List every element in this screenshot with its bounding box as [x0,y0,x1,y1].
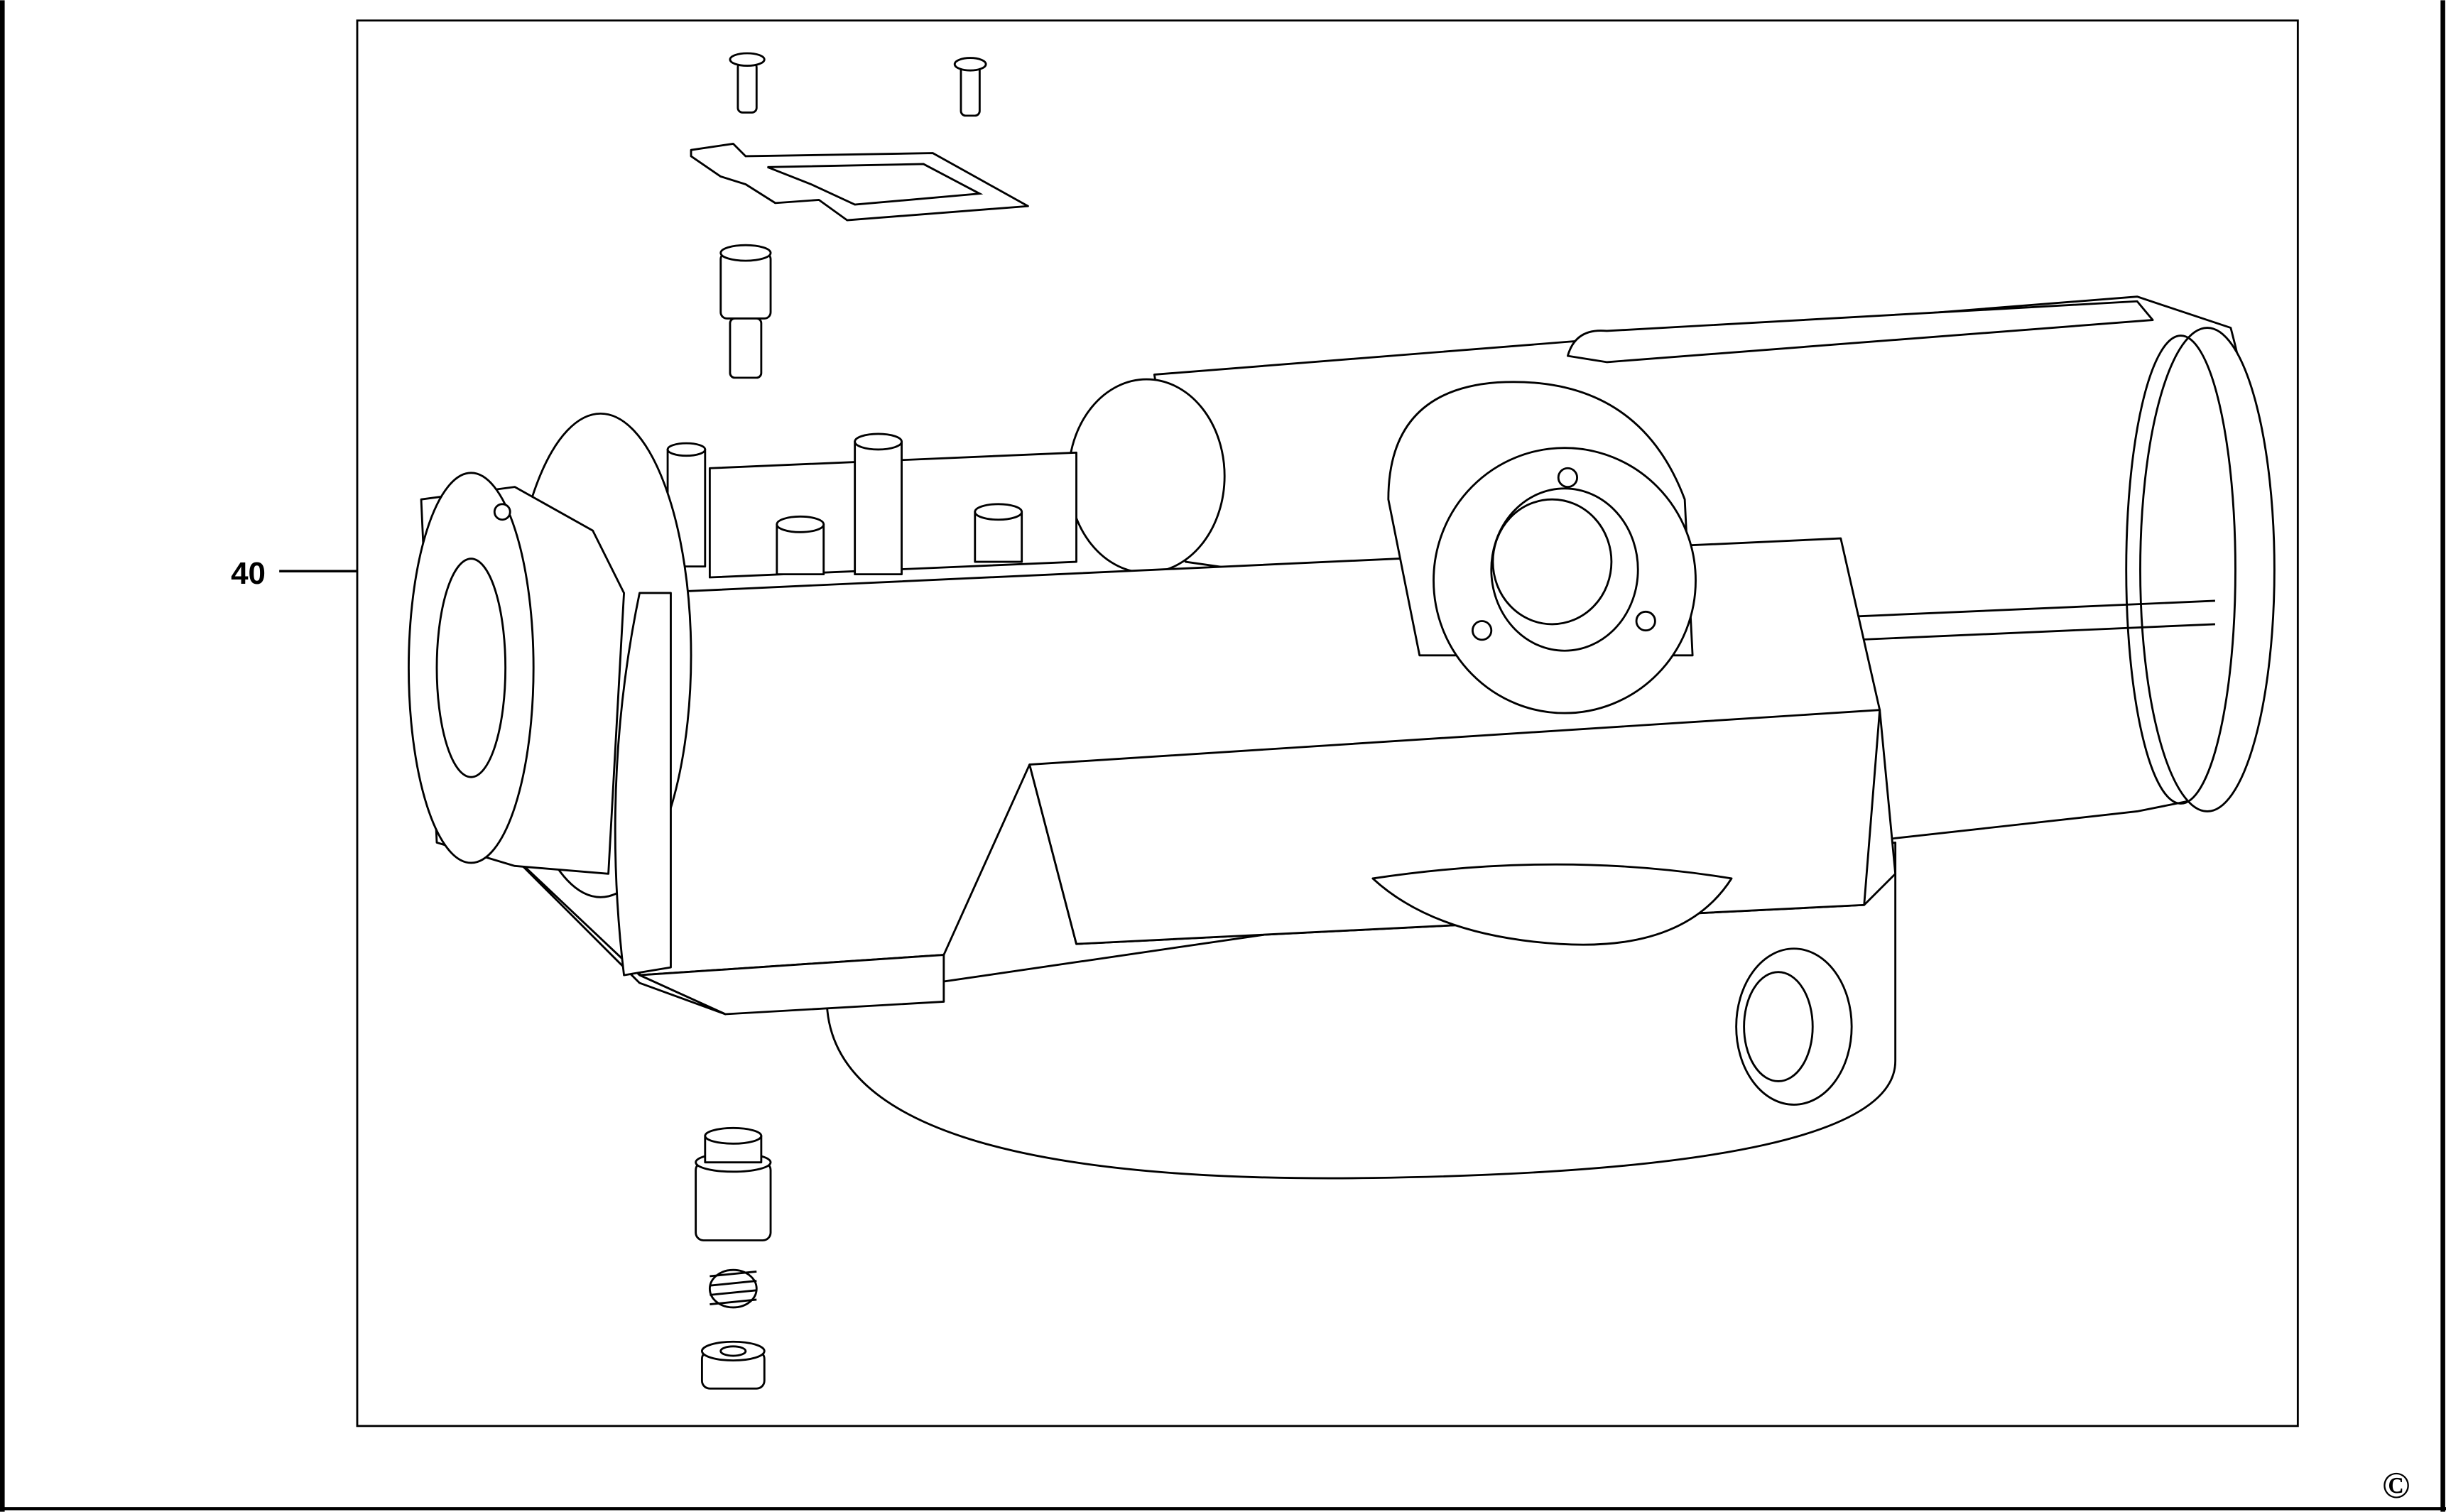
front-flange[interactable] [408,472,625,875]
focus-knob-boss[interactable] [1387,381,1697,714]
callout-number: 40 [231,556,266,591]
callout-40[interactable]: 40 [231,556,357,591]
screw-part[interactable] [729,52,766,114]
diagram-frame [356,19,2299,1427]
pin-part[interactable] [719,244,772,379]
instrument-body[interactable] [498,537,1897,1180]
spring-part[interactable] [708,1268,758,1309]
screw-part[interactable] [953,57,987,117]
nut-part[interactable] [700,1340,766,1390]
copyright-symbol: © [2382,1465,2410,1506]
knob-cap-part[interactable] [695,1126,772,1241]
side-port[interactable] [1735,947,1853,1106]
telescope-middle-ring[interactable] [1067,378,1226,574]
internal-posts [666,433,1077,579]
gasket-plate-part[interactable] [690,142,1029,222]
